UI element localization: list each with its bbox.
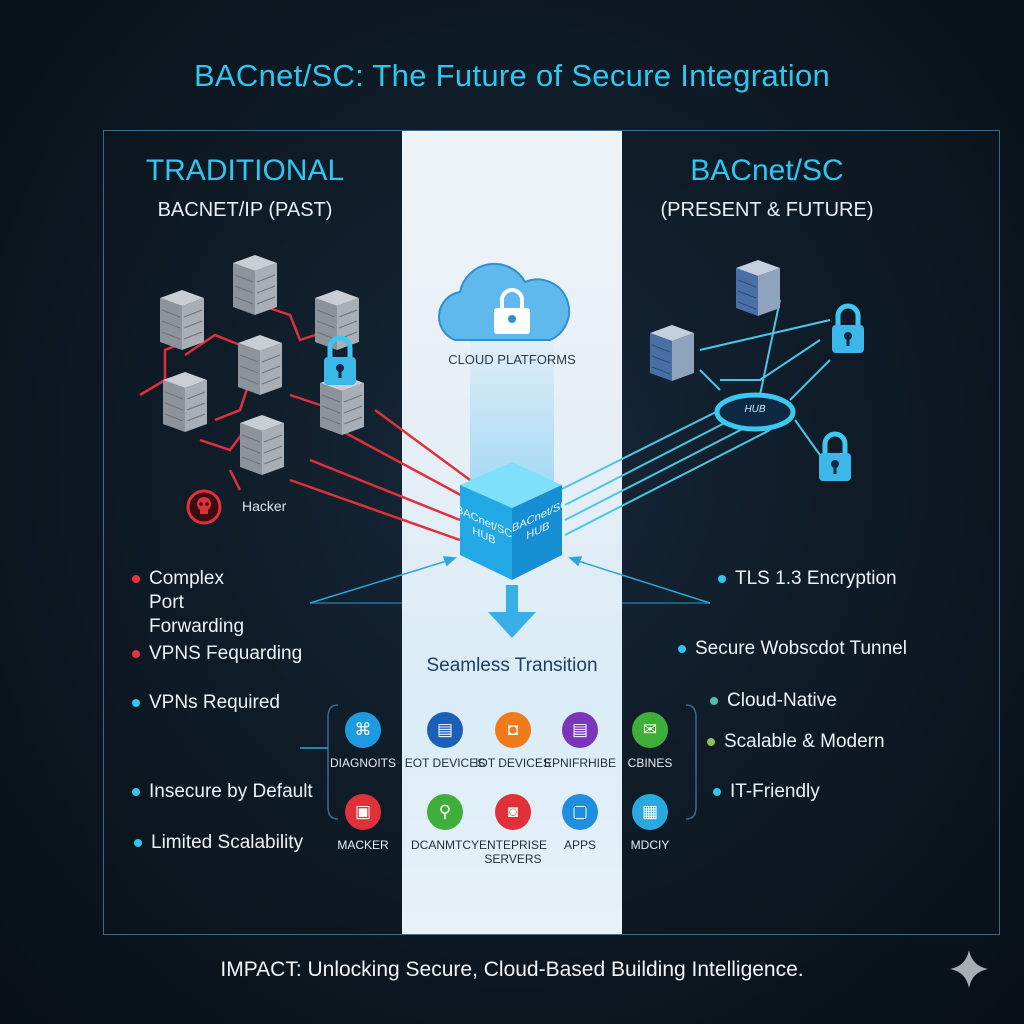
hacker-label: Hacker [242, 498, 287, 514]
server-icon [649, 324, 695, 382]
right-bullet: Scalable & Modern [707, 730, 885, 754]
bullet-dot [134, 839, 142, 847]
bacnet-sc-hub-cube [460, 462, 562, 580]
grid-item: ▤EOT DEVICES [400, 712, 490, 770]
pointer-arrows [309, 556, 711, 604]
grid-item: ▣MACKER [318, 794, 408, 852]
lock-icon [819, 434, 851, 481]
grid-item: ▢APPS [535, 794, 625, 852]
bullet-dot [718, 575, 726, 583]
right-subheading: (PRESENT & FUTURE) [660, 199, 874, 221]
right-heading: BACnet/SC [690, 154, 844, 187]
computer-icon: ▣ [345, 794, 381, 830]
right-bullet: IT-Friendly [713, 780, 820, 804]
monitor-icon: ▤ [427, 712, 463, 748]
bullet-dot [713, 788, 721, 796]
hacker-skull-icon [186, 489, 222, 525]
bullet-dot [678, 645, 686, 653]
hub-label: HUB [744, 404, 766, 415]
impact-statement: IMPACT: Unlocking Secure, Cloud-Based Bu… [220, 958, 804, 981]
camera-icon: ◘ [495, 712, 531, 748]
cloud-lock-icon [438, 262, 571, 341]
cloud-platforms-label: CLOUD PLATFORMS [448, 352, 576, 367]
right-bullet: Cloud-Native [710, 689, 837, 713]
grid-item: ⌘DIAGNOITS [318, 712, 408, 770]
hub-ring-icon [714, 392, 796, 432]
tablet-icon: ▢ [562, 794, 598, 830]
server-icon [232, 254, 278, 316]
grid-item: ◙ENTEPRISE SERVERS [468, 794, 558, 866]
sparkle-icon [950, 950, 988, 988]
server-icon [237, 334, 283, 396]
bullet-dot [707, 738, 715, 746]
right-bullet: Secure Wobscdot Tunnel [678, 637, 907, 661]
grid-item: ▦MDCIY [605, 794, 695, 852]
left-subheading: BACNET/IP (PAST) [157, 199, 333, 221]
arrow-down-icon [488, 585, 536, 638]
lock-icon [832, 306, 864, 353]
grid-item: ◘IOT DEVICES [468, 712, 558, 770]
page-title: BACnet/SC: The Future of Secure Integrat… [193, 58, 831, 93]
bullet-dot [132, 699, 140, 707]
server-icon [159, 289, 205, 351]
grid-item: ⚲DCANMTCY [400, 794, 490, 852]
network-icon: ⌘ [345, 712, 381, 748]
bullet-dot [710, 697, 718, 705]
bullet-dot [132, 788, 140, 796]
right-bullet: TLS 1.3 Encryption [718, 567, 897, 591]
seamless-transition-label: Seamless Transition [426, 655, 598, 676]
server-icon [735, 259, 781, 317]
bullet-dot [132, 575, 140, 583]
display-icon: ▤ [562, 712, 598, 748]
grid-item: ▤EPNIFRHIBE [535, 712, 625, 770]
server-icon: ◙ [495, 794, 531, 830]
left-bullet: Complex Port Forwarding [132, 567, 262, 639]
left-bullet: Limited Scalability [134, 831, 303, 855]
secure-connections [559, 299, 831, 536]
server-icon [162, 371, 208, 433]
left-heading: TRADITIONAL [145, 154, 345, 187]
left-bullet: VPNS Fequarding [132, 642, 302, 666]
mail-icon: ✉ [632, 712, 668, 748]
bullet-dot [132, 650, 140, 658]
grid-item: ✉CBINES [605, 712, 695, 770]
left-bullet: VPNs Required [132, 691, 280, 715]
search-icon: ⚲ [427, 794, 463, 830]
diagram-frame [103, 130, 1000, 935]
left-bullet: Insecure by Default [132, 780, 313, 804]
dashboard-icon: ▦ [632, 794, 668, 830]
server-icon [239, 414, 285, 476]
